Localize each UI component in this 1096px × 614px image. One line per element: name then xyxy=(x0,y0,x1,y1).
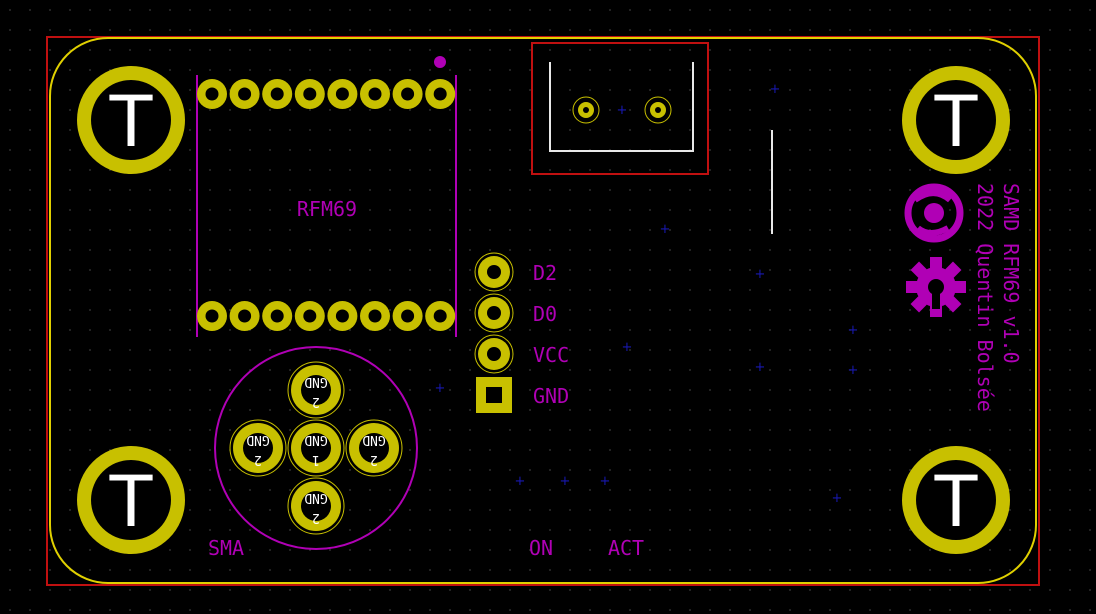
header-pin-d0: D0 xyxy=(474,293,557,333)
header-pin-label: VCC xyxy=(533,343,569,367)
act-led-label: ACT xyxy=(608,536,644,560)
svg-text:+: + xyxy=(435,381,446,396)
svg-text:+: + xyxy=(770,82,781,97)
sma-pad-bottom: GND 2 xyxy=(287,477,345,535)
on-led-label: ON xyxy=(529,536,553,560)
header-pin-gnd: GND xyxy=(476,377,569,413)
board-edge xyxy=(49,37,1037,584)
board-name-label: SAMD RFM69 v1.0 xyxy=(999,183,1023,364)
svg-text:+: + xyxy=(560,474,571,489)
svg-text:2: 2 xyxy=(312,510,320,525)
svg-text:1: 1 xyxy=(312,452,320,467)
rfm69-pad xyxy=(392,79,423,109)
sma-label: SMA xyxy=(208,536,244,560)
rfm69-pad xyxy=(327,79,358,109)
svg-text:+: + xyxy=(617,103,627,117)
kicad-logo-icon xyxy=(904,183,964,243)
mounting-hole-glyph: T xyxy=(109,461,153,543)
mounting-hole-glyph: T xyxy=(934,461,978,543)
svg-text:+: + xyxy=(848,363,859,378)
svg-text:+: + xyxy=(515,474,526,489)
mounting-hole-top-right: T xyxy=(902,66,1010,174)
rfm69-pad xyxy=(294,301,325,331)
rfm69-pad xyxy=(360,79,390,109)
svg-text:GND: GND xyxy=(304,432,328,447)
oshw-gear-icon xyxy=(906,257,966,317)
svg-text:+: + xyxy=(660,222,671,237)
battery-connector: + xyxy=(531,42,709,175)
svg-text:+: + xyxy=(600,474,611,489)
rfm69-pad xyxy=(392,301,423,331)
rfm69-pad xyxy=(360,301,390,331)
svg-text:GND: GND xyxy=(304,374,328,389)
rfm69-pad xyxy=(327,301,358,331)
rfm69-pad xyxy=(262,301,293,331)
pin1-marker xyxy=(434,56,446,68)
svg-text:2: 2 xyxy=(312,394,320,409)
rfm69-pad xyxy=(294,79,325,109)
rfm69-pad xyxy=(229,79,260,109)
svg-text:+: + xyxy=(832,491,843,506)
mounting-hole-bottom-left: T xyxy=(77,446,185,554)
rfm69-pad xyxy=(197,301,227,331)
header-pin-label: D2 xyxy=(533,261,557,285)
rfm69-pads-bottom xyxy=(197,301,456,331)
rfm69-pads-top xyxy=(197,79,456,109)
svg-text:2: 2 xyxy=(370,452,378,467)
header-pin-label: D0 xyxy=(533,302,557,326)
svg-text:2: 2 xyxy=(254,452,262,467)
header-pin-d2: D2 xyxy=(474,252,557,292)
rfm69-pad xyxy=(197,79,227,109)
header-pin-label: GND xyxy=(533,384,569,408)
svg-text:GND: GND xyxy=(304,490,328,505)
rfm69-pad xyxy=(425,79,456,109)
mounting-hole-bottom-right: T xyxy=(902,446,1010,554)
mounting-hole-top-left: T xyxy=(77,66,185,174)
svg-text:GND: GND xyxy=(246,432,270,447)
credit-label: 2022 Quentin Bolsée xyxy=(973,183,997,412)
svg-text:GND: GND xyxy=(362,432,386,447)
svg-text:+: + xyxy=(755,267,766,282)
sma-pad-center: GND 1 xyxy=(287,419,345,477)
svg-text:+: + xyxy=(755,360,766,375)
mounting-hole-glyph: T xyxy=(934,81,978,163)
rfm69-label: RFM69 xyxy=(297,197,357,221)
via-markers: + + + + + + + + + + + + + xyxy=(435,82,859,506)
rfm69-pad xyxy=(229,301,260,331)
header-pin-vcc: VCC xyxy=(474,334,569,374)
mounting-hole-glyph: T xyxy=(109,81,153,163)
sma-pad-right: GND 2 xyxy=(345,419,403,477)
svg-text:+: + xyxy=(622,340,633,355)
rfm69-pad xyxy=(262,79,293,109)
sma-pad-left: GND 2 xyxy=(229,419,287,477)
rfm69-pad xyxy=(425,301,456,331)
svg-text:+: + xyxy=(617,103,628,118)
sma-pad-top: GND 2 xyxy=(287,361,345,419)
svg-text:+: + xyxy=(848,323,859,338)
rfm69-module: RFM69 xyxy=(196,56,457,337)
